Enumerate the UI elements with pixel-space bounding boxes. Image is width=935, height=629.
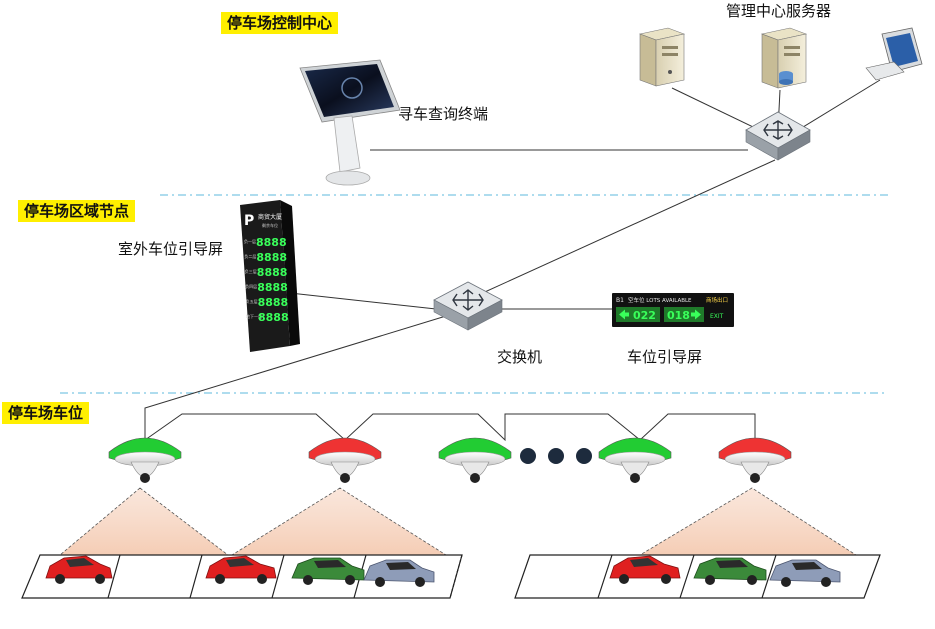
car-silver-2 [769,559,841,587]
outdoor-row-name: 负二层 [244,253,256,259]
camera-beams [58,487,858,556]
ellipsis-dots-icon [520,448,592,464]
outdoor-screen-logo: P [244,213,254,229]
section-dividers [60,194,888,394]
outdoor-row-value: 8888 [258,311,289,324]
camera-lens-icon [140,473,150,483]
camera-lens-icon [340,473,350,483]
parking-sensor-available [108,437,182,483]
outdoor-screen-subtitle: 剩余车位 [262,222,278,228]
outdoor-row-name: 负五层 [246,298,258,304]
computer-icon [865,27,923,81]
beam-3 [638,487,858,556]
beam-1 [58,487,230,556]
management-server-label: 管理中心服务器 [726,2,832,20]
car-red-2 [205,555,277,584]
query-kiosk-icon [299,59,401,186]
guidance-screen-label: 车位引导屏 [627,348,703,366]
area-switch-icon [433,281,503,331]
beam-2 [230,487,448,556]
car-red-1 [45,555,113,584]
outdoor-row-name: 负一层 [244,238,256,244]
parking-lot-outlines [21,554,881,599]
parking-row-left [21,554,463,599]
cable-sensor-chain [144,413,756,442]
server-icon-1 [638,27,686,87]
outdoor-row-value: 8888 [257,281,288,294]
switch-label: 交换机 [497,348,543,366]
camera-lens-icon [750,473,760,483]
guidance-left-count: 022 [633,309,656,322]
server-icon-2 [760,27,808,89]
outdoor-row-name: 负四层 [245,283,257,289]
outdoor-row-name: 地下一层 [246,313,262,319]
parking-row-right [514,554,881,599]
car-green-2 [693,557,767,585]
outdoor-row-value: 8888 [256,236,287,249]
outdoor-row-value: 8888 [256,251,287,264]
cable-top-switch-to-area-switch [475,159,776,297]
outdoor-screen-title: 商贸大厦 [258,213,282,221]
camera-lens-icon [470,473,480,483]
car-green-1 [291,557,365,585]
outdoor-row-name: 负三层 [245,268,257,274]
parking-sensor-available [598,437,672,483]
guidance-header: 空车位 LOTS AVAILABLE [628,296,692,304]
core-switch-icon [745,111,811,161]
section-control-center-title: 停车场控制中心 [221,12,339,34]
guidance-exit-label: 商场出口 [706,296,728,304]
section-parking-spaces-title: 停车场车位 [2,402,90,424]
parking-sensor-available [438,437,512,483]
query-terminal-label: 寻车查询终端 [398,105,489,123]
car-silver-1 [363,559,435,587]
cable-area-switch-sensors [144,315,447,440]
outdoor-screen-label: 室外车位引导屏 [118,240,224,258]
guidance-exit: EXIT [710,313,724,320]
outdoor-row-value: 8888 [257,266,288,279]
arrow-right-icon [691,309,701,320]
indoor-guidance-screen: B1 空车位 LOTS AVAILABLE 商场出口 022 018 EXIT [612,293,734,327]
guidance-right-count: 018 [667,309,690,322]
parking-sensor-occupied [308,437,382,483]
cable-outdoor-screen-switch [289,292,437,310]
parking-sensor-occupied [718,437,792,483]
car-red-3 [609,555,681,584]
camera-lens-icon [630,473,640,483]
parking-sensors [108,437,792,483]
guidance-floor: B1 [616,297,624,304]
arrow-left-icon [619,309,629,320]
outdoor-row-value: 8888 [258,296,289,309]
cable-pc-switch [789,79,881,136]
section-area-node-title: 停车场区域节点 [18,200,136,222]
network-cables [144,79,881,442]
